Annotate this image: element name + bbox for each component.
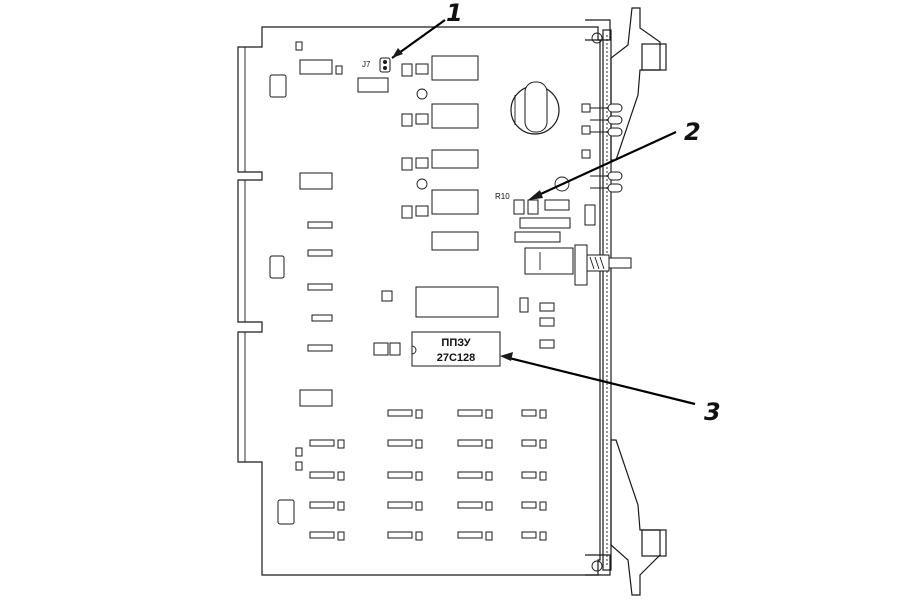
eprom-chip: ППЗУ 27С128 <box>411 331 501 367</box>
board-outline <box>237 26 601 576</box>
callout-arrows <box>391 19 696 406</box>
front-panel <box>574 7 667 596</box>
callout-number-1: 1 <box>446 0 463 27</box>
top-components <box>269 41 596 275</box>
eprom-label-line2: 27С128 <box>437 352 476 364</box>
jumper-j7-label: J7 <box>362 60 371 69</box>
jumper-j7: J7 <box>362 57 391 73</box>
eprom-label-line1: ППЗУ <box>441 337 470 349</box>
lower-components <box>269 172 555 541</box>
callout-number-3: 3 <box>704 398 721 426</box>
resistor-r10-label: R10 <box>495 192 510 201</box>
callout-number-2: 2 <box>684 118 701 146</box>
